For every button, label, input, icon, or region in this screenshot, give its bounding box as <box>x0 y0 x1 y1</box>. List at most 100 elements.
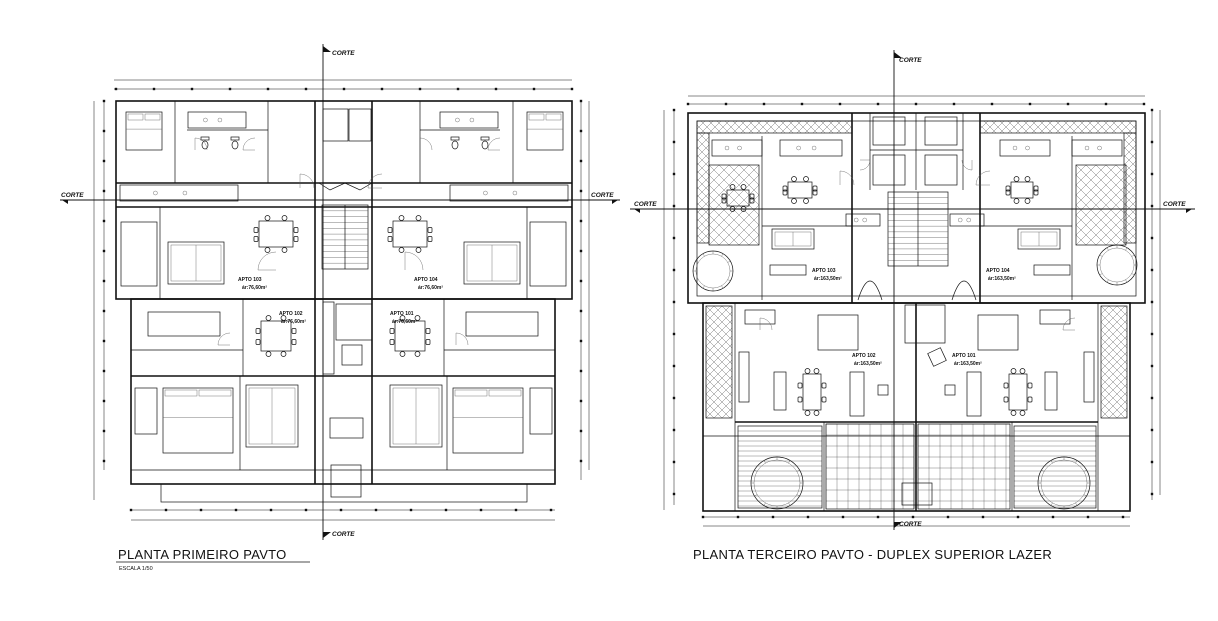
dining-table <box>392 220 428 248</box>
cabinet <box>120 221 158 287</box>
chair <box>821 382 827 389</box>
bathroom-fixture <box>872 154 906 186</box>
deck <box>1013 425 1097 509</box>
chair <box>281 247 288 253</box>
unit-name-label: APTO 103 <box>238 277 262 283</box>
chair <box>1019 368 1026 374</box>
toilet <box>451 140 459 150</box>
armchair <box>927 347 947 367</box>
unit-area-label: ár:163,50m² <box>814 276 842 282</box>
section-label: CORTE <box>1163 201 1186 208</box>
chair <box>280 351 287 357</box>
dimension-ticks-right-plan <box>672 102 1154 519</box>
hatched-terrace <box>979 120 1137 134</box>
deck <box>737 425 823 509</box>
chair <box>265 315 272 321</box>
chair <box>425 339 431 345</box>
sofa <box>771 228 815 250</box>
bathroom-fixture <box>872 116 906 146</box>
unit-area-label: ár:76,60m² <box>242 285 267 291</box>
door-swing <box>242 137 256 151</box>
bench <box>1044 371 1058 411</box>
hatched-terrace <box>705 305 733 419</box>
chair <box>414 315 421 321</box>
round-table <box>1037 456 1091 510</box>
stair-core-left-plan <box>318 108 373 498</box>
chair <box>749 193 755 200</box>
toilet <box>481 140 489 150</box>
chair <box>804 368 811 374</box>
walls-left-plan <box>115 100 573 503</box>
tiled-floor <box>825 423 915 510</box>
chair <box>791 176 797 182</box>
tiled-floor <box>917 423 1011 510</box>
elevator <box>322 301 335 375</box>
chair <box>293 236 299 242</box>
door-swing <box>961 159 973 171</box>
counter <box>845 213 881 227</box>
counter <box>119 184 239 202</box>
section-cut-lines-left-plan: CORTE CORTE CORTE CORTE <box>60 44 620 540</box>
round-table <box>1096 244 1138 286</box>
chair <box>399 351 406 357</box>
counter <box>1039 309 1071 325</box>
dining-table <box>726 189 750 207</box>
chair <box>291 328 297 334</box>
door-swings-right-plan <box>759 159 1076 331</box>
hatched-terrace <box>1075 164 1127 246</box>
chair <box>414 351 421 357</box>
chair <box>782 185 788 192</box>
unit-name-label: APTO 102 <box>852 353 876 359</box>
counter <box>439 111 499 129</box>
unit-area-label: ár:76,60m² <box>418 285 443 291</box>
counter <box>1071 139 1123 157</box>
chair <box>427 227 433 233</box>
hatched-terrace <box>708 164 760 246</box>
section-label: CORTE <box>899 57 922 64</box>
bed <box>162 387 234 454</box>
toilet <box>231 140 239 150</box>
chair <box>1010 368 1017 374</box>
door-swing <box>419 137 433 151</box>
bed <box>125 111 163 151</box>
door-swing <box>404 251 424 271</box>
unit-name-label: APTO 103 <box>812 268 836 274</box>
door-swing <box>759 317 773 331</box>
dimension-lines-left-plan <box>93 79 590 521</box>
section-cut-lines-right-plan: CORTE CORTE CORTE CORTE <box>630 50 1195 530</box>
chair <box>415 215 422 221</box>
door-swing <box>257 251 277 271</box>
counter <box>949 213 985 227</box>
section-label: CORTE <box>332 50 355 57</box>
sideboard <box>1033 264 1071 276</box>
hatched-terrace <box>696 120 853 134</box>
chair <box>721 193 727 200</box>
side-table <box>877 384 889 396</box>
section-label: CORTE <box>634 201 657 208</box>
chair <box>255 328 261 334</box>
chair <box>255 339 261 345</box>
chair <box>253 227 259 233</box>
sofa <box>1017 228 1061 250</box>
chair <box>253 236 259 242</box>
plan-title: PLANTA TERCEIRO PAVTO - DUPLEX SUPERIOR … <box>693 547 1052 562</box>
chair <box>387 236 393 242</box>
chair <box>803 198 809 204</box>
unit-name-label: APTO 102 <box>279 311 303 317</box>
door-swing <box>859 159 871 171</box>
unit-area-label: ár:76,60m² <box>281 319 306 325</box>
plan-primeiro-pavto: APTO 103 ár:76,60m² APTO 104 ár:76,60m² … <box>60 44 620 572</box>
chair <box>1033 185 1039 192</box>
wardrobe <box>529 387 553 435</box>
chair <box>740 184 747 190</box>
dining-table <box>787 181 813 199</box>
terrace-hatching-right-plan <box>696 120 1137 510</box>
chair <box>749 197 755 204</box>
section-label: CORTE <box>899 521 922 528</box>
shaft <box>341 344 363 366</box>
unit-area-label: ár:163,50m² <box>988 276 1016 282</box>
chair <box>398 215 405 221</box>
dining-table <box>258 220 294 248</box>
cabinet <box>529 221 567 287</box>
bathroom-fixture <box>924 116 958 146</box>
